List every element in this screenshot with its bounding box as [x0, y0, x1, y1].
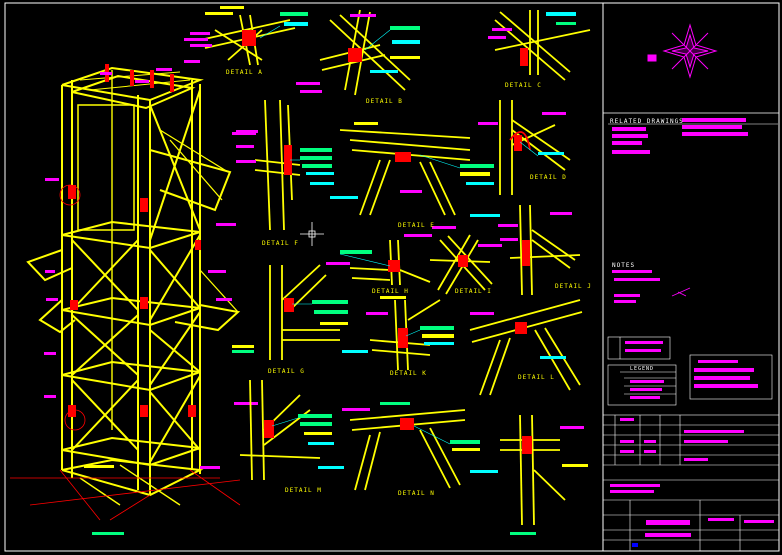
detail-n-drawing [349, 409, 466, 491]
detail-c-notes [488, 12, 576, 39]
leader-lines [259, 25, 539, 445]
detail-k-drawing [369, 299, 441, 371]
detail-h-drawing [349, 239, 431, 286]
detail-label-d: DETAIL D [530, 174, 567, 181]
detail-m-drawing [239, 379, 321, 481]
detail-label-n: DETAIL N [398, 490, 435, 497]
detail-b-drawing [319, 9, 411, 96]
detail-j-drawing [509, 204, 581, 296]
detail-f-drawing [254, 99, 301, 231]
title-block [602, 414, 780, 552]
tower-isometric [26, 66, 241, 506]
crosshair-cursor-icon [300, 222, 324, 246]
detail-label-f: DETAIL F [262, 240, 299, 247]
detail-c-drawing [494, 10, 591, 81]
detail-f-notes [232, 132, 358, 199]
compass-rose-icon [647, 23, 718, 79]
detail-e-drawing [339, 129, 471, 216]
tower-callouts [44, 60, 258, 535]
detail-label-h: DETAIL H [372, 288, 409, 295]
material-box [607, 336, 773, 400]
detail-h-notes [340, 234, 432, 299]
foundation-grid [10, 184, 241, 521]
tower-connection-plates [68, 64, 201, 417]
notes-block [612, 270, 691, 303]
detail-o-notes [510, 426, 588, 535]
notes-heading: NOTES [612, 262, 636, 269]
detail-label-a: DETAIL A [226, 69, 263, 76]
detail-d-notes [478, 112, 566, 155]
detail-label-b: DETAIL B [366, 98, 403, 105]
legend-box [607, 364, 677, 406]
related-drawings-heading: RELATED DRAWINGS [610, 118, 684, 125]
detail-i-drawing [429, 234, 493, 295]
detail-n-notes [342, 402, 498, 473]
detail-a-drawing [199, 14, 296, 66]
detail-a-notes [184, 6, 308, 47]
detail-label-m: DETAIL M [285, 487, 322, 494]
detail-label-k: DETAIL K [390, 370, 427, 377]
detail-g-notes [312, 262, 368, 353]
detail-label-j: DETAIL J [555, 283, 592, 290]
detail-e-notes [354, 122, 500, 217]
detail-l-drawing [469, 299, 583, 396]
detail-label-g: DETAIL G [268, 368, 305, 375]
detail-b-notes [296, 14, 420, 93]
detail-m-notes [298, 414, 344, 469]
detail-l-notes [470, 312, 566, 359]
detail-o-drawing [500, 414, 566, 526]
detail-i-notes [432, 226, 502, 247]
detail-label-e: DETAIL E [398, 222, 435, 229]
legend-heading: LEGEND [630, 366, 655, 372]
detail-j-notes [498, 212, 572, 241]
detail-k-notes [366, 312, 454, 345]
detail-label-i: DETAIL I [455, 288, 492, 295]
detail-label-l: DETAIL L [518, 374, 555, 381]
detail-g-drawing [269, 264, 340, 360]
related-drawings-list [608, 118, 778, 154]
detail-label-c: DETAIL C [505, 82, 542, 89]
